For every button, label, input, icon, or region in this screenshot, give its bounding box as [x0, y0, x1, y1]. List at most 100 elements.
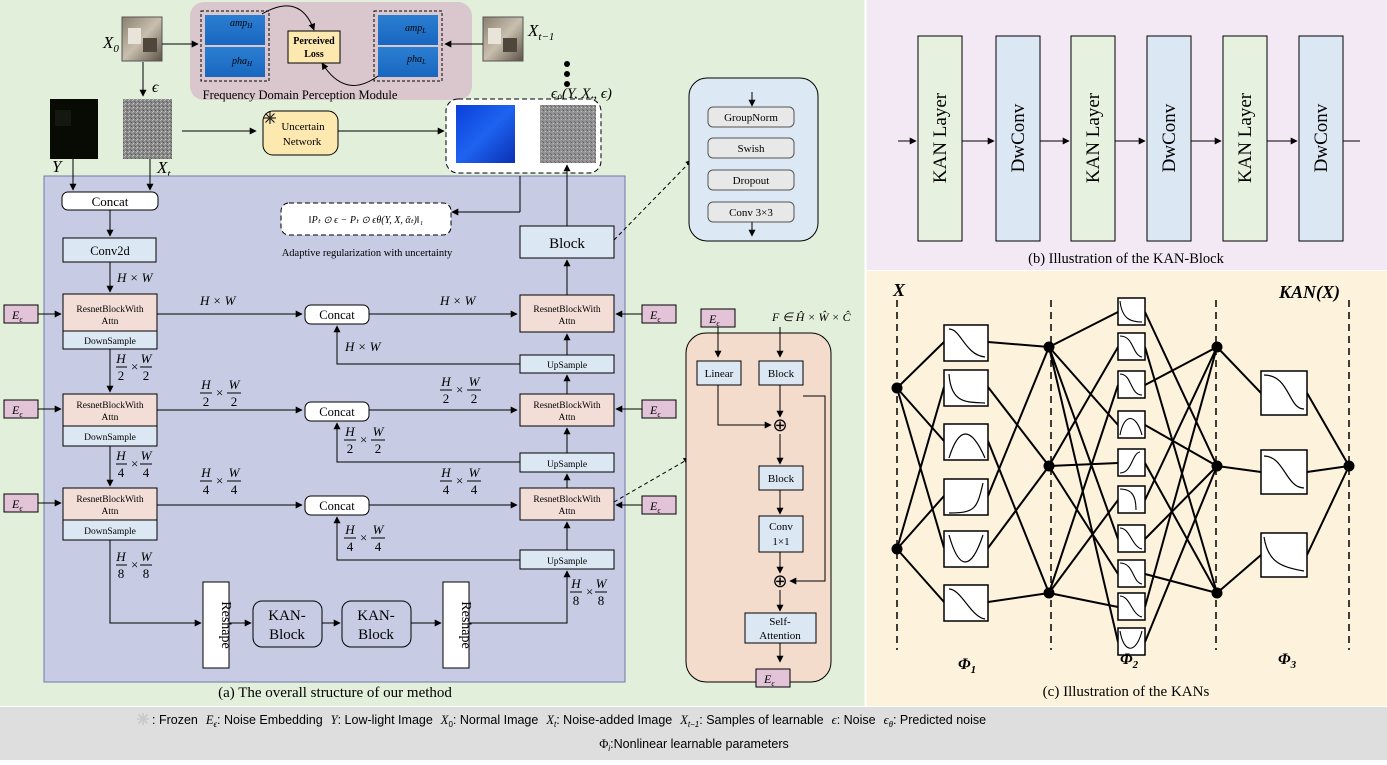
add-2-icon: ⊕ [772, 571, 787, 591]
panel-b-caption: (b) Illustration of the KAN-Block [1028, 251, 1224, 267]
svg-text:8: 8 [143, 566, 150, 581]
concat-1-label: Concat [319, 308, 355, 322]
x0-label: X0 [102, 33, 119, 55]
amp-l-image [378, 15, 438, 45]
freq-right-frame [373, 10, 443, 82]
enc-label-h2w2: H2 × W2 [115, 351, 152, 383]
self-attention-line2: Attention [759, 630, 801, 642]
kan-block-2-line1: KAN- [357, 608, 395, 624]
svg-text:H: H [200, 465, 211, 480]
uncertainty-map-image [456, 105, 515, 163]
svg-text:W: W [373, 424, 385, 439]
e-eps-dec-1: Eϵ [649, 308, 661, 324]
svg-text:W: W [469, 465, 481, 480]
svg-text:2: 2 [203, 394, 210, 409]
amp-l-label: ampL [405, 23, 426, 35]
kan-block-layer-1 [917, 35, 963, 242]
svg-text:×: × [131, 359, 138, 374]
groupnorm-label: GroupNorm [724, 112, 778, 124]
phi3-function-1 [1260, 370, 1308, 416]
dec-label-h2w2: H2 × W2 [440, 374, 481, 406]
svg-text:2: 2 [118, 368, 125, 383]
svg-text:H: H [440, 374, 451, 389]
hw-label-up1: H × W [344, 339, 382, 354]
kan-node-3 [1043, 341, 1055, 353]
svg-text:W: W [141, 448, 153, 463]
e-eps-enc-1: Eϵ [11, 308, 23, 324]
y-label: Y [52, 157, 63, 176]
linear-box [696, 360, 742, 386]
detail-block-2-label: Block [768, 473, 795, 485]
kan-node-8 [1211, 587, 1223, 599]
upsample-1-label: UpSample [547, 361, 587, 371]
panel-c-caption: (c) Illustration of the KANs [1043, 684, 1210, 700]
kan-network [891, 297, 1355, 656]
swish-label: Swish [738, 143, 765, 155]
panel-a-caption: (a) The overall structure of our method [218, 685, 452, 701]
svg-text:4: 4 [471, 482, 478, 497]
kan-node-9 [1343, 460, 1355, 472]
phi-3-label: Φ3 [1278, 651, 1297, 671]
svg-text:H: H [115, 549, 126, 564]
skip-label-h2w2: H2 × W2 [200, 377, 241, 409]
loss-formula: ‖Pₜ ⊙ ϵ − Pₜ ⊙ ϵθ(Y, X, ᾱₜ)‖₁ [309, 215, 423, 226]
svg-text:4: 4 [231, 482, 238, 497]
e-eps-detail-out: Eϵ [763, 672, 775, 688]
dec3-resnet-line2: Attn [559, 507, 576, 517]
svg-text:H: H [200, 377, 211, 392]
kan-input-label: X [892, 280, 906, 300]
kan-block-layer-6 [1298, 35, 1344, 242]
enc2-resnet-line1: ResnetBlockWith [76, 401, 143, 411]
svg-text:2: 2 [443, 391, 450, 406]
svg-text:W: W [141, 351, 153, 366]
conv2d-box [62, 237, 157, 263]
phi1-function-3 [943, 423, 989, 461]
conv3x3-label: Conv 3×3 [729, 207, 773, 219]
up-label-h2w2: H2 × W2 [344, 424, 385, 456]
svg-text:H: H [570, 576, 581, 591]
svg-text:×: × [586, 584, 593, 599]
loss-caption: Adaptive regularization with uncertainty [282, 248, 453, 259]
svg-text:H: H [344, 424, 355, 439]
pha-l-image [378, 47, 438, 77]
e-eps-enc-3: Eϵ [11, 497, 23, 513]
conv3x3-box [707, 201, 795, 223]
phi2-function-8 [1117, 559, 1146, 588]
detail-block-1-box [758, 360, 804, 386]
kan-node-6 [1211, 341, 1223, 353]
kan-block-1-line1: KAN- [268, 608, 306, 624]
legend-text-row2: Φi:Nonlinear learnable parameters [599, 737, 789, 753]
svg-text:×: × [360, 432, 367, 447]
conv1x1-line1: Conv [769, 521, 793, 533]
hw-label-conv: H × W [116, 270, 154, 285]
dec2-resnet-line2: Attn [559, 413, 576, 423]
svg-text:8: 8 [118, 566, 125, 581]
kan-node-2 [891, 543, 903, 555]
dec3-resnet-line1: ResnetBlockWith [533, 495, 600, 505]
svg-text:W: W [373, 522, 385, 537]
svg-text:8: 8 [598, 593, 605, 608]
enc3-resnet-line2: Attn [102, 507, 119, 517]
xt-minus-1-label: Xt−1 [527, 21, 554, 43]
dropout-box [707, 169, 795, 191]
swish-box [707, 137, 795, 159]
svg-text:H: H [115, 351, 126, 366]
conv2d-label: Conv2d [90, 244, 130, 258]
predicted-noise-image [540, 105, 596, 163]
kan-block-1-box [252, 600, 323, 648]
conv1x1-box [758, 515, 804, 553]
dec1-resnet-line1: ResnetBlockWith [533, 305, 600, 315]
svg-text:×: × [216, 473, 223, 488]
enc1-resnet-line2: Attn [102, 317, 119, 327]
kan-block-layer-4 [1146, 35, 1192, 242]
kan-block-layer-2 [995, 35, 1041, 242]
dec1-resnet-box [519, 294, 615, 333]
phi1-function-5 [943, 530, 989, 568]
svg-text:H: H [440, 465, 451, 480]
phi-2-label: Φ2 [1120, 651, 1139, 671]
upsample-2-label: UpSample [547, 460, 587, 470]
xt-label: Xt [156, 158, 171, 180]
phi-1-label: Φ1 [958, 656, 976, 676]
